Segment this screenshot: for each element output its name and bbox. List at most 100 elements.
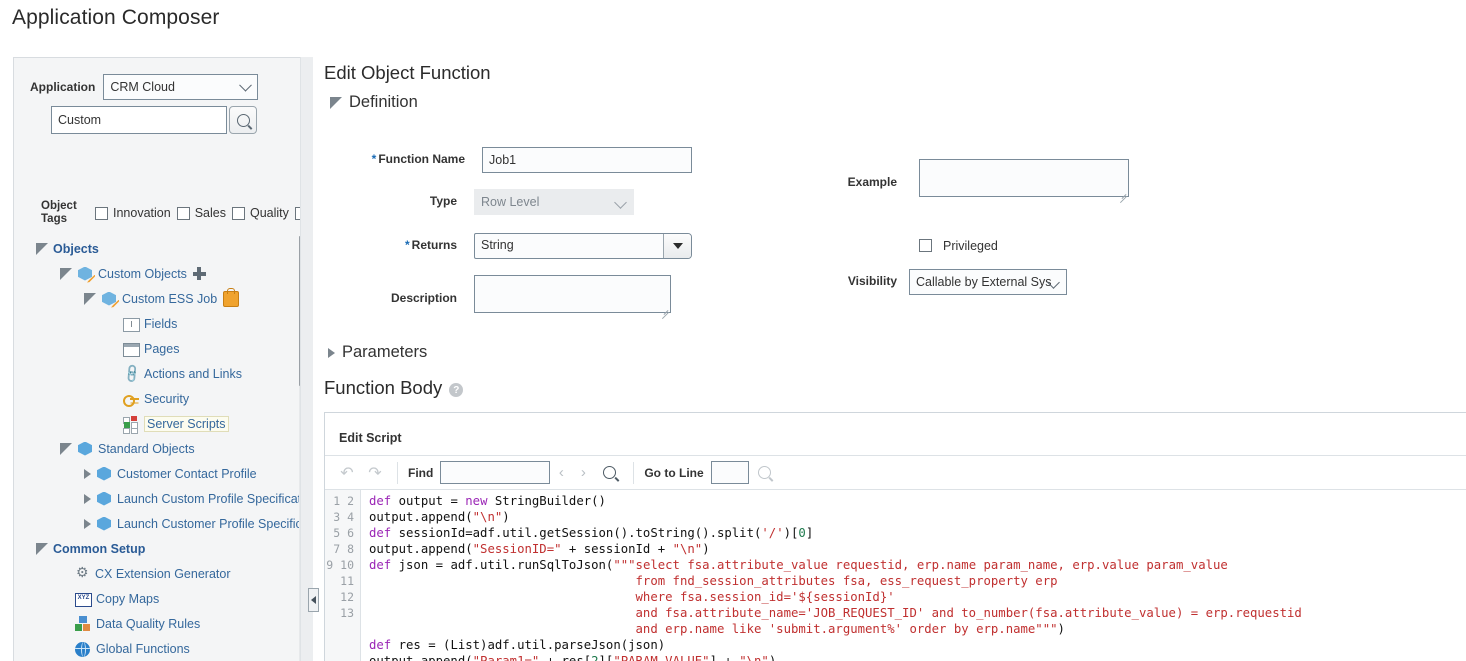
type-label: Type bbox=[429, 194, 457, 208]
function-body-header: Function Body ? bbox=[324, 377, 464, 399]
required-marker: * bbox=[371, 152, 377, 166]
returns-lov[interactable]: String bbox=[474, 233, 692, 259]
returns-label: *Returns bbox=[404, 238, 457, 252]
privileged-checkbox[interactable] bbox=[919, 239, 932, 252]
description-field: Description bbox=[322, 275, 692, 318]
resize-grip-icon[interactable] bbox=[661, 309, 669, 317]
tree-item-common-setup[interactable]: Common Setup bbox=[14, 536, 312, 561]
parameters-section-label: Parameters bbox=[342, 343, 428, 361]
tree-item-custom-ess-job[interactable]: Custom ESS Job bbox=[14, 286, 312, 311]
code-content[interactable]: def output = new StringBuilder() output.… bbox=[369, 494, 1302, 661]
tree-item-label: Custom ESS Job bbox=[122, 291, 218, 306]
goto-search-icon[interactable] bbox=[757, 466, 771, 479]
function-name-label: *Function Name bbox=[371, 152, 465, 166]
panel-collapse-handle[interactable] bbox=[308, 588, 319, 612]
add-object-icon[interactable] bbox=[192, 267, 206, 280]
tree-item-standard-objects[interactable]: Standard Objects bbox=[14, 436, 312, 461]
tree-item-pages[interactable]: Pages bbox=[14, 336, 312, 361]
tree-item-label: Launch Custom Profile Specificat bbox=[117, 491, 302, 506]
edit-script-title: Edit Script bbox=[339, 431, 402, 445]
tree-item-launch-custom-profile-specificat[interactable]: Launch Custom Profile Specificat bbox=[14, 486, 312, 511]
tree-item-label: Server Scripts bbox=[144, 415, 229, 432]
find-search-icon[interactable] bbox=[603, 466, 617, 479]
goto-line-input[interactable] bbox=[710, 461, 749, 484]
chevron-expanded-icon[interactable] bbox=[36, 242, 48, 255]
tree-item-custom-objects[interactable]: Custom Objects bbox=[14, 261, 312, 286]
redo-icon[interactable]: ↷ bbox=[368, 464, 382, 482]
chevron-expanded-icon[interactable] bbox=[60, 442, 72, 455]
returns-value: String bbox=[481, 238, 514, 252]
chevron-left-icon[interactable]: ‹ bbox=[558, 464, 564, 481]
copy-maps-icon: XYZ bbox=[75, 591, 92, 607]
object-tags-label: Object Tags bbox=[41, 200, 77, 225]
chevron-collapsed-icon[interactable] bbox=[84, 468, 91, 479]
definition-disclosure[interactable]: Definition bbox=[330, 93, 1466, 112]
description-label: Description bbox=[390, 291, 457, 305]
returns-dropdown-button[interactable] bbox=[663, 234, 691, 258]
application-selector-row: Application CRM Cloud bbox=[30, 74, 259, 100]
tag-label-innovation: Innovation bbox=[113, 206, 171, 220]
chevron-expanded-icon[interactable] bbox=[36, 542, 48, 555]
help-icon[interactable]: ? bbox=[449, 383, 464, 397]
chevron-expanded-icon[interactable] bbox=[60, 267, 72, 280]
tree-item-cx-extension-generator[interactable]: CX Extension Generator bbox=[14, 561, 312, 586]
tree-item-label: Actions and Links bbox=[144, 366, 242, 381]
search-icon bbox=[236, 113, 250, 127]
tree-item-objects[interactable]: Objects bbox=[14, 236, 312, 261]
function-name-input[interactable] bbox=[482, 147, 692, 173]
toolbar-divider bbox=[397, 461, 398, 484]
example-textarea[interactable] bbox=[919, 159, 1129, 197]
undo-icon[interactable]: ↶ bbox=[340, 464, 354, 482]
parameters-disclosure[interactable]: Parameters bbox=[328, 343, 427, 362]
chevron-collapsed-icon[interactable] bbox=[84, 493, 91, 504]
tree-item-customer-contact-profile[interactable]: Customer Contact Profile bbox=[14, 461, 312, 486]
tree-spacer bbox=[60, 593, 71, 604]
resize-grip-icon[interactable] bbox=[1119, 193, 1127, 201]
tree-item-security[interactable]: Security bbox=[14, 386, 312, 411]
tree-item-label: Global Functions bbox=[96, 641, 190, 656]
tree-item-global-functions[interactable]: Global Functions bbox=[14, 636, 312, 661]
tree-item-launch-customer-profile-specific[interactable]: Launch Customer Profile Specific bbox=[14, 511, 312, 536]
application-select[interactable]: CRM Cloud bbox=[103, 74, 259, 100]
search-input[interactable] bbox=[51, 106, 227, 134]
tag-checkbox-quality[interactable] bbox=[231, 206, 245, 220]
tree-item-server-scripts[interactable]: Server Scripts bbox=[14, 411, 312, 436]
tree-item-label: Customer Contact Profile bbox=[117, 466, 257, 481]
script-icon bbox=[123, 415, 139, 434]
example-label: Example bbox=[847, 175, 897, 189]
description-textarea[interactable] bbox=[474, 275, 671, 313]
page-heading: Edit Object Function bbox=[324, 62, 491, 83]
type-select-value: Row Level bbox=[481, 195, 540, 209]
function-body-title: Function Body bbox=[324, 377, 443, 398]
tag-checkbox-innovation[interactable] bbox=[95, 206, 108, 220]
tag-checkbox-sales[interactable] bbox=[176, 206, 190, 220]
main-content: Edit Object Function Definition *Functio… bbox=[322, 57, 1466, 661]
required-marker: * bbox=[404, 238, 410, 252]
tree-item-actions-and-links[interactable]: 🔗Actions and Links bbox=[14, 361, 312, 386]
search-button[interactable] bbox=[229, 106, 257, 134]
code-area: 1 2 3 4 5 6 7 8 9 10 11 12 13 def output… bbox=[325, 490, 1466, 661]
custom-object-icon bbox=[101, 291, 119, 308]
type-select: Row Level bbox=[474, 189, 634, 215]
visibility-select[interactable]: Callable by External Sys bbox=[909, 269, 1067, 295]
pages-icon bbox=[123, 341, 140, 357]
application-label: Application bbox=[30, 80, 96, 94]
function-name-field: *Function Name bbox=[322, 147, 692, 173]
script-editor: Edit Script ↶ ↷ Find ‹ › Go to Line 1 2 … bbox=[324, 412, 1466, 661]
chevron-right-icon[interactable]: › bbox=[580, 464, 586, 481]
triangle-down-icon bbox=[672, 243, 683, 249]
find-label: Find bbox=[408, 465, 434, 480]
tree-item-label: Data Quality Rules bbox=[96, 616, 201, 631]
tree-item-data-quality-rules[interactable]: Data Quality Rules bbox=[14, 611, 312, 636]
page-scrollbar[interactable] bbox=[300, 57, 313, 661]
link-icon: 🔗 bbox=[120, 362, 143, 385]
tree-spacer bbox=[108, 393, 119, 404]
find-input[interactable] bbox=[440, 461, 551, 484]
type-field: Type Row Level bbox=[322, 189, 692, 215]
chevron-collapsed-icon[interactable] bbox=[84, 518, 91, 529]
tree-item-label: CX Extension Generator bbox=[95, 566, 231, 581]
chevron-expanded-icon[interactable] bbox=[84, 292, 96, 305]
